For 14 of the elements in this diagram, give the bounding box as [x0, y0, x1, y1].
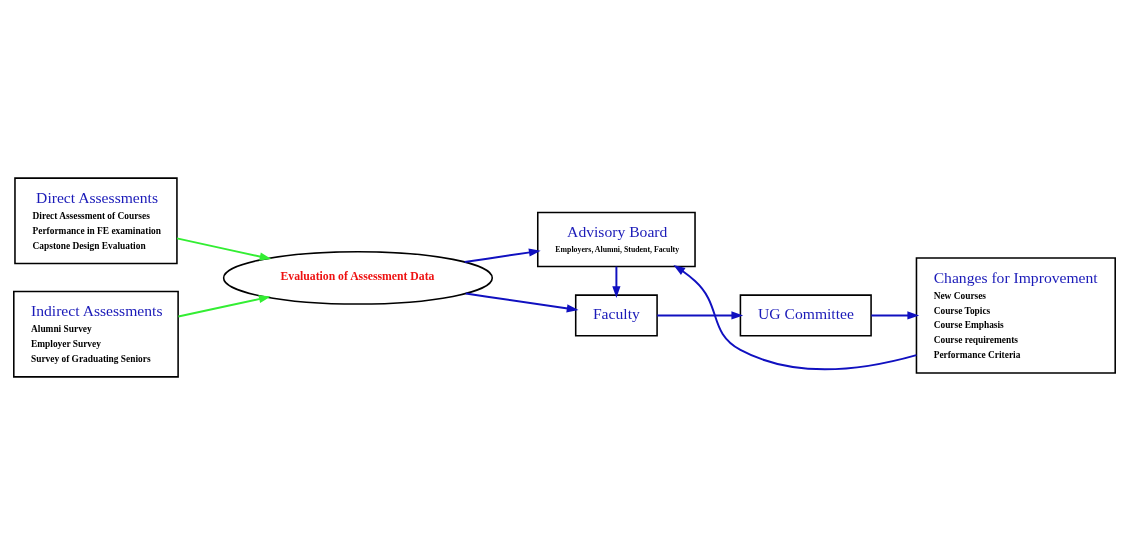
node-box: UG Committee — [739, 294, 872, 337]
node-box: Faculty — [574, 294, 658, 337]
arrow — [463, 248, 541, 264]
arrow — [656, 311, 744, 320]
arrow — [176, 237, 272, 261]
arrow — [870, 311, 920, 320]
node-box: Advisory Board Employers, Alumni, Student, Faculty — [537, 211, 696, 268]
arrow — [612, 265, 621, 298]
node-box: Direct Assessments Direct Assessment of Courses Performance in FE examination Capstone Design Evaluation — [14, 177, 178, 265]
arrow — [177, 295, 271, 318]
node-box: Indirect Assessments Alumni Survey Employer Survey Survey of Graduating Seniors — [13, 290, 179, 378]
arrow — [673, 264, 918, 371]
node-box: Changes for Improvement New Courses Course Topics Course Emphasis Course requirements Performance Criteria — [915, 257, 1116, 374]
arrow — [464, 292, 579, 313]
